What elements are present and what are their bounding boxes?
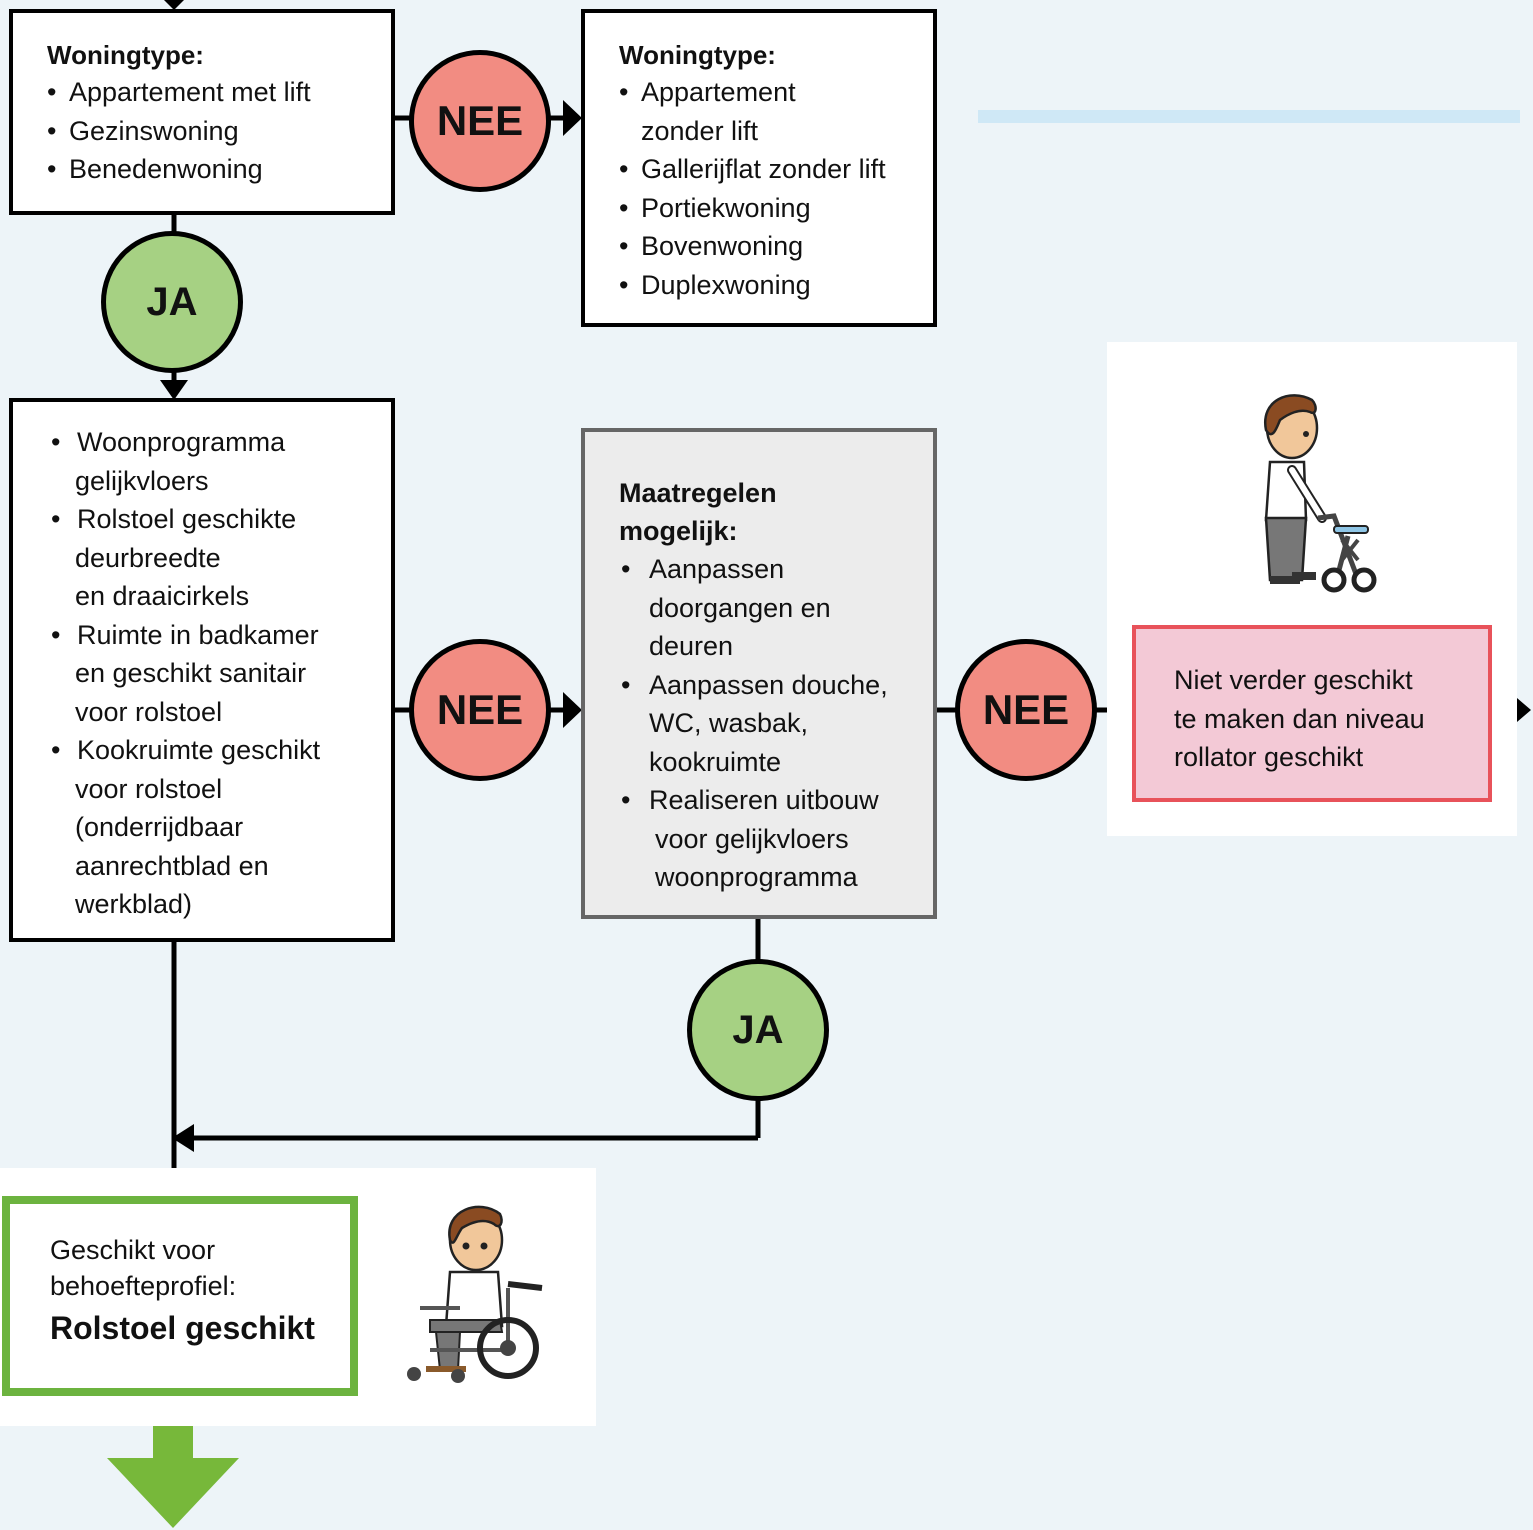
list-item: Gallerijflat zonder lift <box>619 150 933 189</box>
decision-no-1: NEE <box>409 50 551 192</box>
decision-no-2: NEE <box>409 639 551 781</box>
box-result-wheelchair: Geschikt voor behoefteprofiel: Rolstoel … <box>2 1196 358 1396</box>
list-item: Gezinswoning <box>47 112 391 151</box>
box-title: Woningtype: <box>47 40 204 70</box>
list-item: Duplexwoning <box>619 266 933 305</box>
list-item: Aanpassen douche, WC, wasbak, kookruimte <box>587 666 933 782</box>
decision-yes-2: JA <box>687 959 829 1101</box>
accent-bar <box>978 110 1520 123</box>
person-with-rollator-icon <box>1263 394 1377 593</box>
list-item: Woonprogramma gelijkvloers <box>15 423 391 500</box>
decision-no-3: NEE <box>955 639 1097 781</box>
list-item: Aanpassen doorgangen en deuren <box>587 550 933 666</box>
list-item: Bovenwoning <box>619 227 933 266</box>
decision-yes-1: JA <box>101 231 243 373</box>
list-item: Kookruimte geschikt voor rolstoel (onder… <box>15 731 391 924</box>
list-item: Portiekwoning <box>619 189 933 228</box>
list-item: Realiseren uitbouw voor gelijkvloers woo… <box>587 781 933 897</box>
list-item: Rolstoel geschikte deurbreedte en draaic… <box>15 500 391 616</box>
box-title: Maatregelen mogelijk: <box>619 478 777 546</box>
box-requirements: Woonprogramma gelijkvloers Rolstoel gesc… <box>9 398 395 942</box>
next-step-arrow-icon <box>107 1426 239 1528</box>
box-measures: Maatregelen mogelijk: Aanpassen doorgang… <box>581 428 937 919</box>
list-item: Appartement met lift <box>47 73 391 112</box>
box-title: Woningtype: <box>619 40 776 70</box>
list-item: Benedenwoning <box>47 150 391 189</box>
list-item: Ruimte in badkamer en geschikt sanitair … <box>15 616 391 732</box>
person-in-wheelchair-icon <box>407 1205 543 1383</box>
box-rollator-limit: Niet verder geschikt te maken dan niveau… <box>1132 625 1492 802</box>
box-woningtype-yes-path: Woningtype: Appartement met lift Gezinsw… <box>9 9 395 215</box>
